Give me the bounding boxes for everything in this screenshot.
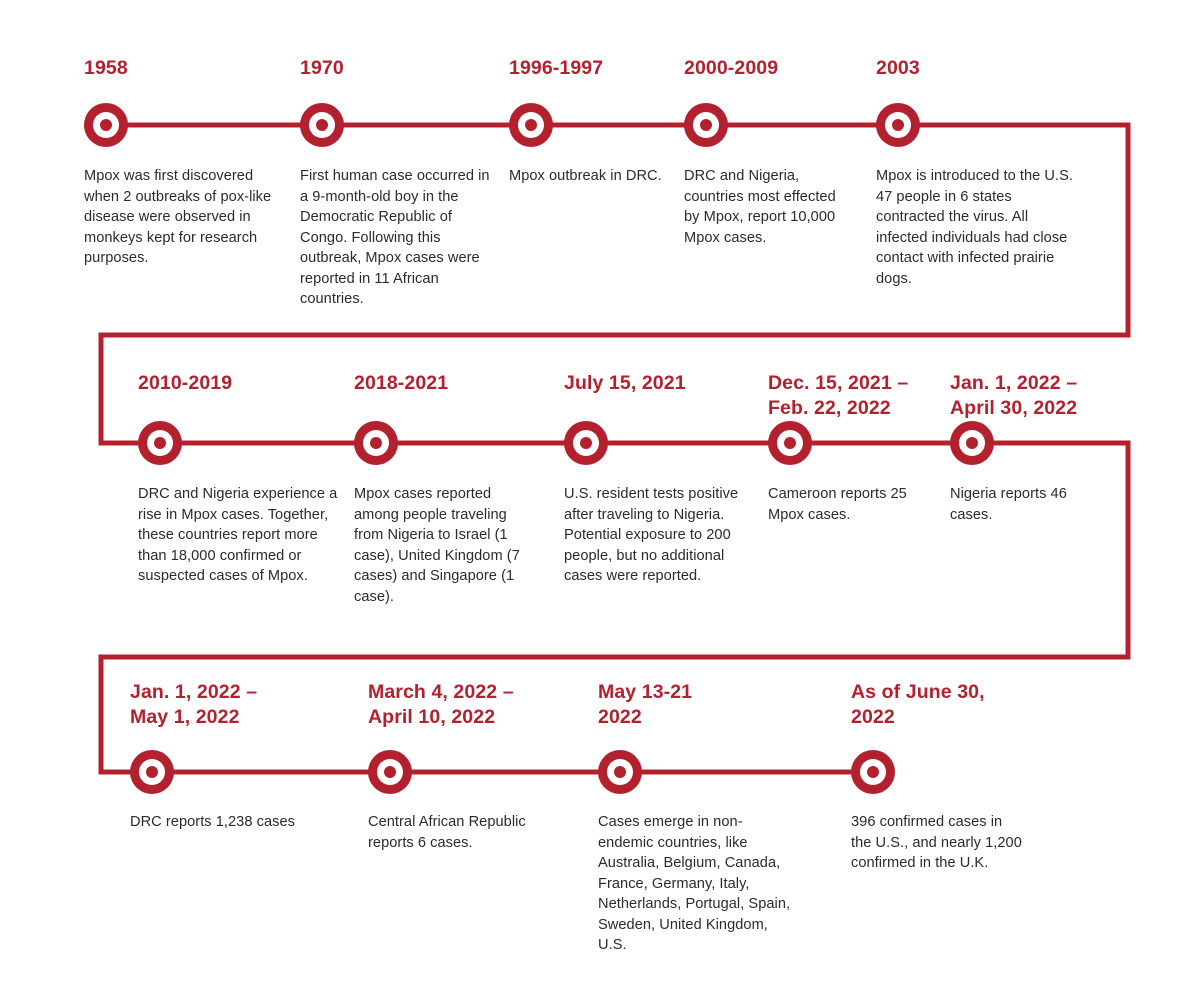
event-description: Central African Republic reports 6 cases… [368, 814, 526, 851]
marker-center-dot [580, 437, 592, 449]
timeline-marker-icon[interactable] [84, 103, 128, 147]
event-date-label: As of June 30, 2022 [851, 681, 985, 728]
event-date-label: May 13-21 2022 [598, 681, 693, 728]
event-description: DRC and Nigeria experience a rise in Mpo… [138, 486, 338, 584]
timeline-marker-icon[interactable] [950, 421, 994, 465]
event-description: Mpox cases reported among people traveli… [354, 486, 520, 605]
marker-center-dot [154, 437, 166, 449]
timeline-marker-icon[interactable] [564, 421, 608, 465]
event-description: DRC and Nigeria, countries most effected… [684, 168, 836, 246]
timeline-marker-icon[interactable] [598, 750, 642, 794]
event-date-label: 1958 [84, 57, 128, 79]
timeline-marker-icon[interactable] [851, 750, 895, 794]
event-date-label: 2000-2009 [684, 57, 779, 79]
event-description: Cases emerge in non-endemic countries, l… [598, 814, 791, 953]
event-date-label: Jan. 1, 2022 – May 1, 2022 [130, 681, 258, 728]
event-date-label: 1996-1997 [509, 57, 604, 79]
event-date-label: Jan. 1, 2022 – April 30, 2022 [950, 372, 1078, 419]
timeline-marker-icon[interactable] [768, 421, 812, 465]
marker-center-dot [316, 119, 328, 131]
timeline-marker-icon[interactable] [509, 103, 553, 147]
event-description: Mpox outbreak in DRC. [509, 168, 662, 184]
marker-center-dot [784, 437, 796, 449]
event-description: Mpox is introduced to the U.S. 47 people… [876, 168, 1073, 287]
timeline-marker-icon[interactable] [138, 421, 182, 465]
timeline-marker-icon[interactable] [368, 750, 412, 794]
timeline-marker-icon[interactable] [684, 103, 728, 147]
marker-center-dot [370, 437, 382, 449]
timeline-marker-icon[interactable] [130, 750, 174, 794]
marker-center-dot [966, 437, 978, 449]
event-date-label: 2018-2021 [354, 372, 449, 394]
marker-center-dot [892, 119, 904, 131]
timeline-marker-icon[interactable] [876, 103, 920, 147]
timeline-marker-icon[interactable] [300, 103, 344, 147]
event-description: 396 confirmed cases in the U.S., and nea… [851, 814, 1022, 871]
event-description: First human case occurred in a 9-month-o… [300, 168, 490, 307]
event-description: DRC reports 1,238 cases [130, 814, 295, 830]
event-date-label: 2010-2019 [138, 372, 233, 394]
event-date-label: 2003 [876, 57, 920, 79]
event-description: Mpox was first discovered when 2 outbrea… [84, 168, 272, 266]
marker-center-dot [700, 119, 712, 131]
event-date-label: March 4, 2022 – April 10, 2022 [368, 681, 514, 728]
marker-center-dot [146, 766, 158, 778]
event-description: Nigeria reports 46 cases. [950, 486, 1067, 523]
marker-center-dot [525, 119, 537, 131]
event-description: U.S. resident tests positive after trave… [564, 486, 739, 584]
marker-center-dot [614, 766, 626, 778]
event-date-label: July 15, 2021 [564, 372, 686, 394]
marker-center-dot [867, 766, 879, 778]
marker-center-dot [384, 766, 396, 778]
event-description: Cameroon reports 25 Mpox cases. [768, 486, 907, 523]
event-date-label: Dec. 15, 2021 – Feb. 22, 2022 [768, 372, 909, 419]
marker-center-dot [100, 119, 112, 131]
event-date-label: 1970 [300, 57, 344, 79]
timeline-marker-icon[interactable] [354, 421, 398, 465]
